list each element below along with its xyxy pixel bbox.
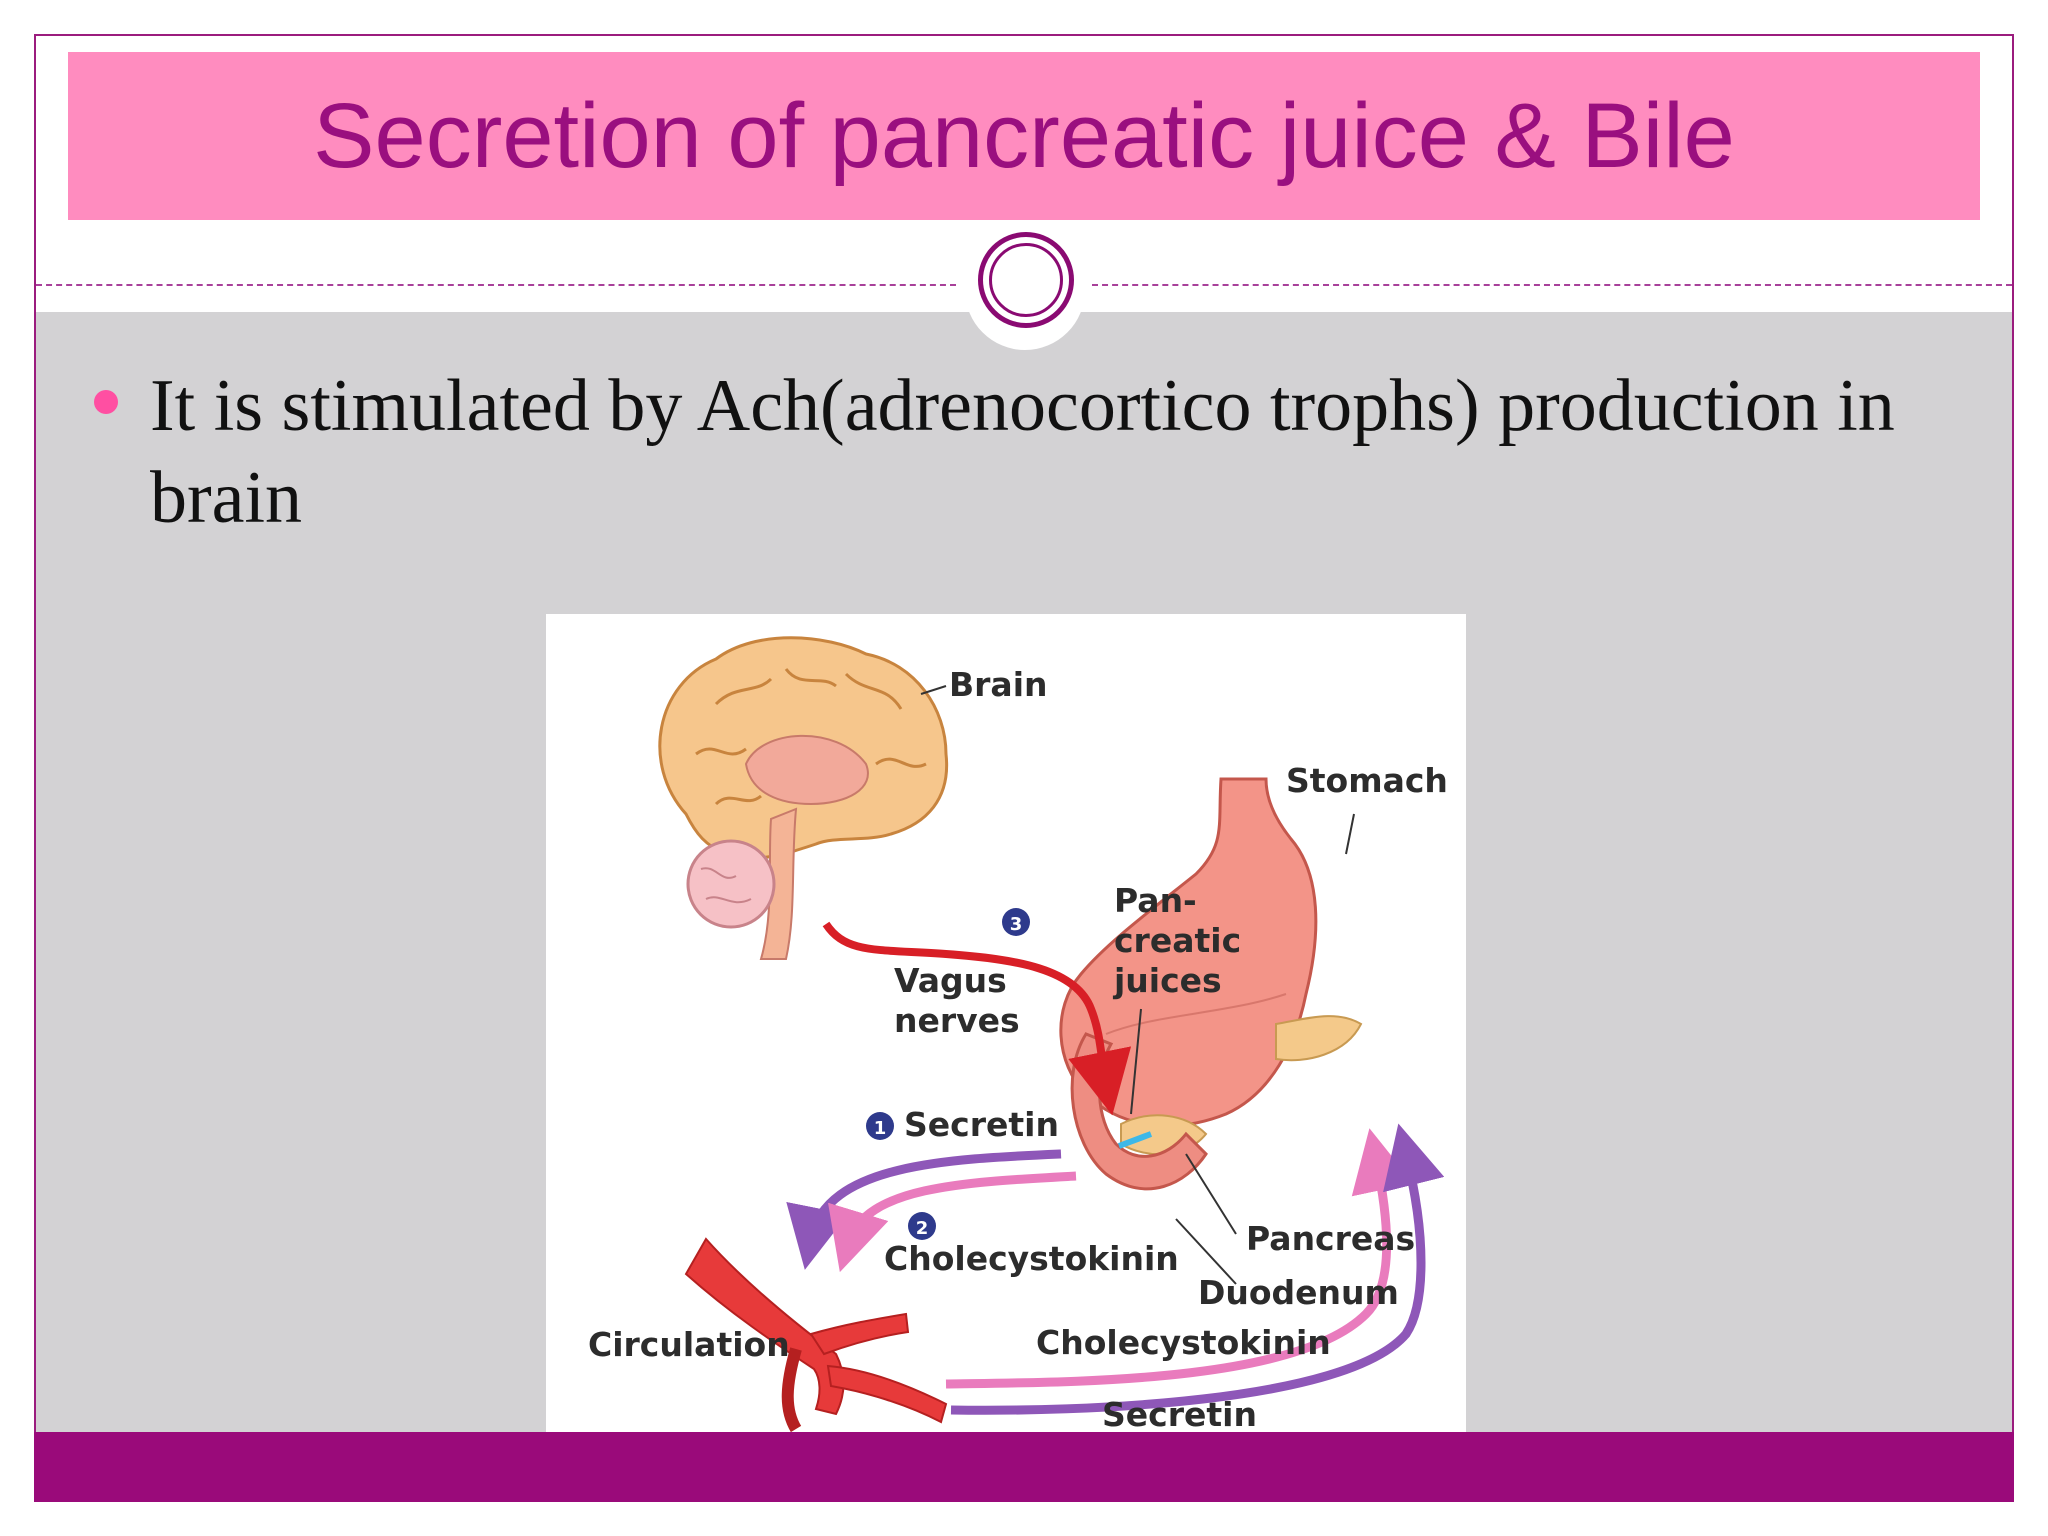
step-badge-3: 3 [1002, 908, 1030, 936]
duodenum-leader-line [1175, 1218, 1237, 1285]
secretin-arrow-to-blood [786, 1149, 1062, 1270]
brain-leader-line [920, 685, 947, 695]
blood-vessel-illustration [684, 1237, 948, 1433]
label-pancreatic-juices-3: juices [1112, 961, 1222, 1000]
label-cholecystokinin-bottom: Cholecystokinin [1036, 1323, 1331, 1362]
label-pancreatic-juices-1: Pan- [1114, 881, 1197, 920]
label-duodenum: Duodenum [1198, 1273, 1399, 1312]
svg-text:1: 1 [874, 1118, 887, 1139]
label-secretin-bottom: Secretin [1102, 1395, 1257, 1434]
title-bar [68, 52, 1980, 220]
juices-leader-line [1130, 1008, 1142, 1115]
footer-bar [34, 1432, 2014, 1502]
label-pancreas: Pancreas [1246, 1219, 1415, 1258]
svg-text:3: 3 [1010, 914, 1023, 935]
pancreas-leader-line [1185, 1153, 1237, 1235]
ring-ornament-icon [978, 232, 1074, 328]
slide-title: Secretion of pancreatic juice & Bile [313, 84, 1735, 187]
cck-arrow-to-pancreas [945, 1128, 1414, 1389]
secretin-arrow-to-pancreas [950, 1123, 1445, 1415]
bullet-text: It is stimulated by Ach(adrenocortico tr… [150, 365, 1895, 539]
divider-left [36, 284, 956, 286]
bullet-dot-icon [94, 390, 118, 414]
label-vagus-2: nerves [894, 1001, 1020, 1040]
label-pancreatic-juices-2: creatic [1114, 921, 1241, 960]
step-badge-1: 1 [866, 1112, 894, 1140]
label-brain: Brain [949, 665, 1048, 704]
divider-right [1092, 284, 2012, 286]
diagram-svg: 3 1 2 Brain Stomach Pan- creatic juices … [588, 636, 1448, 1434]
step-badge-2: 2 [908, 1212, 936, 1240]
label-secretin-top: Secretin [904, 1105, 1059, 1144]
svg-text:2: 2 [916, 1218, 929, 1239]
vagus-nerve-arrow [822, 921, 1132, 1116]
label-cholecystokinin-top: Cholecystokinin [884, 1239, 1179, 1278]
brain-illustration [658, 636, 949, 960]
cck-arrow-to-blood [828, 1171, 1077, 1273]
label-circulation: Circulation [588, 1325, 790, 1364]
label-stomach: Stomach [1286, 761, 1448, 800]
stomach-leader-line [1345, 813, 1355, 855]
label-vagus-1: Vagus [894, 961, 1007, 1000]
pancreas-diagram: 3 1 2 Brain Stomach Pan- creatic juices … [546, 614, 1466, 1436]
